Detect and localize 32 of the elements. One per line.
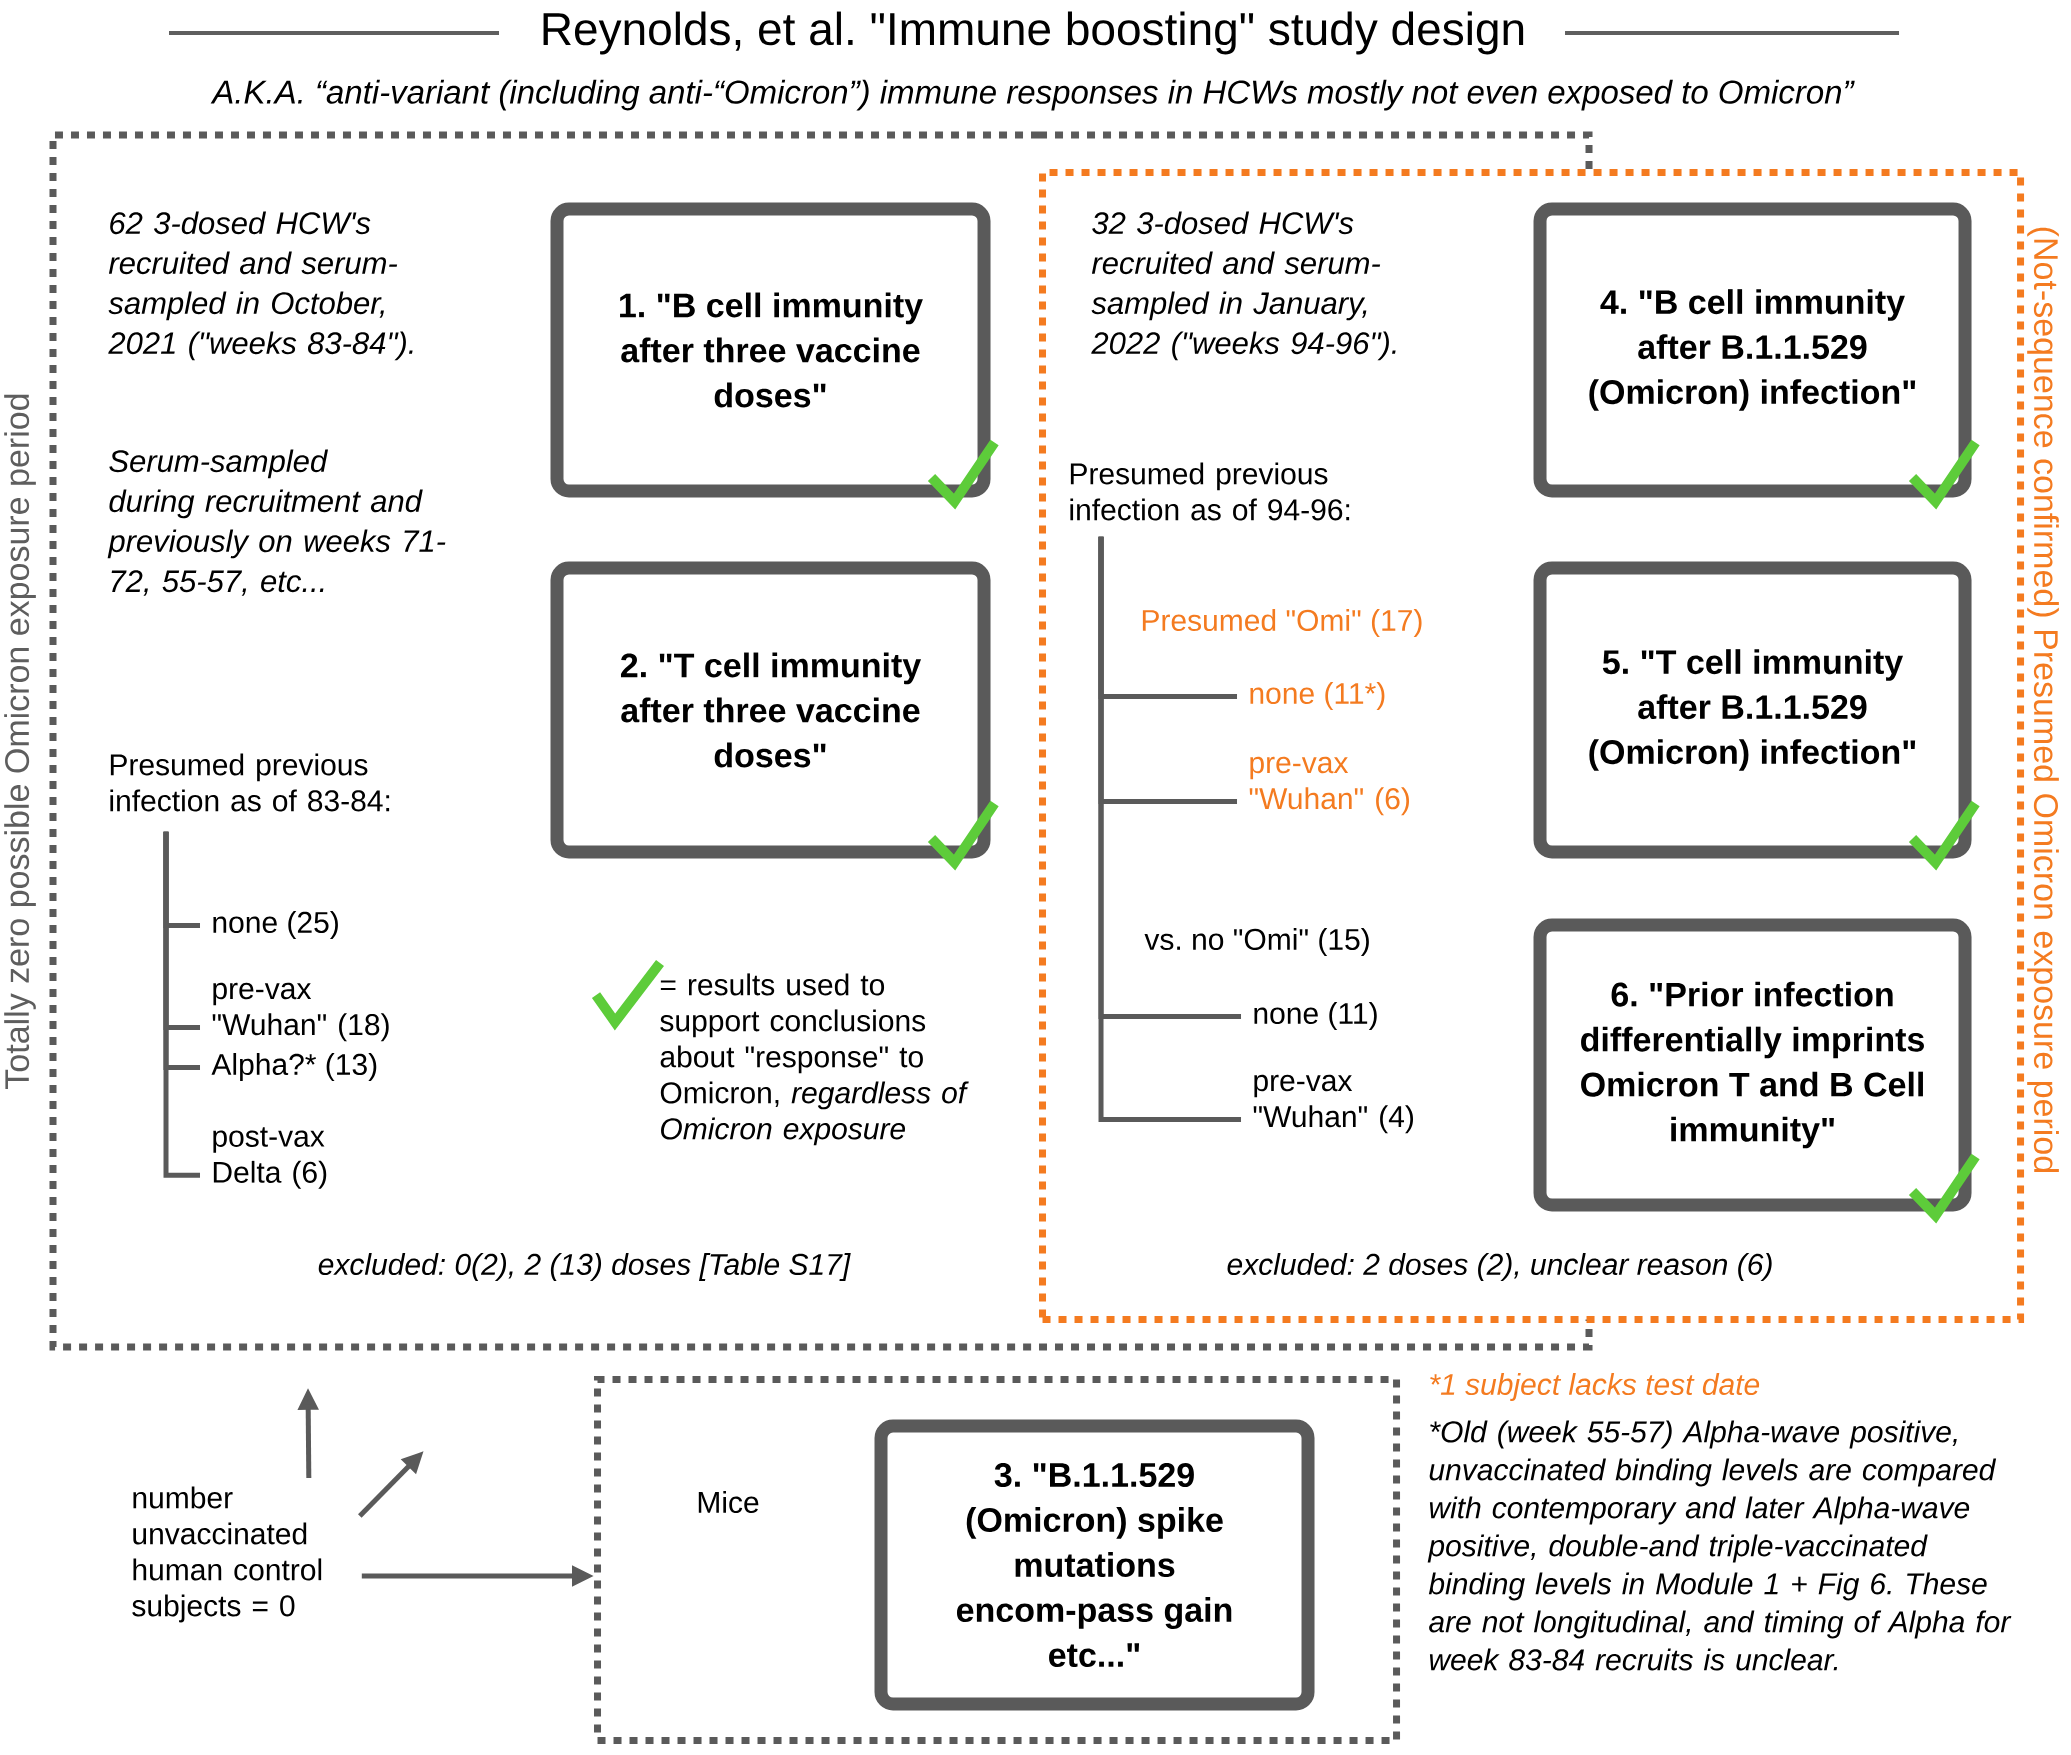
subtitle: A.K.A. “anti-variant (including anti-“Omicron”) immune responses in HCWs mostly not even exposed to Omicron” (210, 79, 1855, 111)
branch-label: post-vax Delta (6) (213, 1127, 327, 1189)
control-note: number unvaccinated human control subjects = 0 (132, 1486, 322, 1623)
title: Reynolds, et al. "Immune boosting" study design (543, 11, 1524, 55)
branch-label: none (25) (213, 911, 338, 939)
tree-line (1098, 536, 1241, 1123)
tree-line (163, 831, 200, 1178)
exclusion-note: excluded: 0(2), 2 (13) doses [Table S17] (318, 1253, 851, 1281)
branch-label: none (11) (1254, 1002, 1377, 1030)
subgroup-label: Presumed "Omi" (17) (1142, 609, 1422, 637)
legend-text: = results used to support conclusions about "response" to Omicron, regardless of Omicron exposure (660, 973, 969, 1146)
node-label: (Not-sequence confirmed) Presumed Omicron exposure period (2027, 227, 2059, 1173)
footnote: *Old (week 55-57) Alpha-wave positive, unvaccinated binding levels are compared with contemporary and later Alpha-wave positive, double-and triple-vaccinated binding levels in Module 1 + Fig 6. These are not longitudinal, and timing of Alpha for week 83-84 recruits is unclear. (1427, 1420, 2012, 1671)
footnote: *1 subject lacks test date (1430, 1373, 1760, 1401)
exclusion-note: excluded: 2 doses (2), unclear reason (6) (1227, 1253, 1772, 1281)
title-box: 6. "Prior infection differentially imprints Omicron T and B Cell immunity" (1533, 918, 1972, 1212)
branch-label: pre-vax "Wuhan" (4) (1253, 1074, 1413, 1134)
branch-label: Alpha?* (13) (211, 1053, 377, 1081)
branch-label: pre-vax "Wuhan" (18) (212, 982, 389, 1042)
title-box: 2. "T cell immunity after three vaccine doses" (550, 561, 991, 859)
group-heading: Presumed previous infection as of 83-84: (110, 753, 390, 812)
title-box: 3. "B.1.1.529 (Omicron) spike mutations encom-pass gain etc..." (874, 1419, 1315, 1711)
title-box: 5. "T cell immunity after B.1.1.529 (Omicron) infection" (1533, 561, 1972, 859)
description-text: Serum-sampled during recruitment and previously on weeks 71-72, 55-57, etc... (107, 449, 446, 596)
title-box: 1. "B cell immunity after three vaccine doses" (550, 202, 991, 498)
description-text: 62 3-dosed HCW's recruited and serum-sampled in October, 2021 ("weeks 83-84"). (108, 211, 413, 361)
branch-label: none (11*) (1250, 682, 1385, 710)
branch-label: pre-vax "Wuhan" (6) (1249, 756, 1409, 816)
group-heading: Presumed previous infection as of 94-96: (1070, 462, 1350, 521)
description-text: 32 3-dosed HCW's recruited and serum-sampled in January, 2022 ("weeks 94-96"). (1091, 211, 1396, 361)
subgroup-label: vs. no "Omi" (15) (1144, 928, 1369, 956)
title-box: 4. "B cell immunity after B.1.1.529 (Omicron) infection" (1533, 202, 1972, 498)
